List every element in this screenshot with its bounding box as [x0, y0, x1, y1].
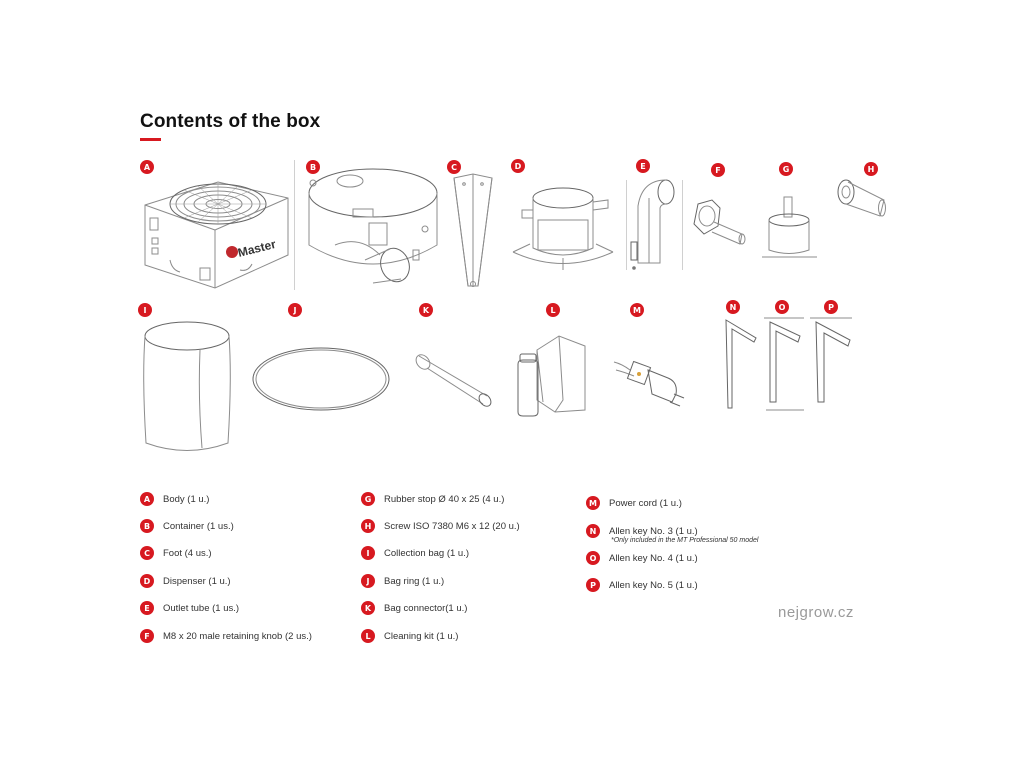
brand-master-logo: Master [236, 237, 277, 260]
legend-label: Foot (4 us.) [163, 547, 212, 559]
legend-badge: H [361, 519, 375, 533]
legend-badge: B [140, 519, 154, 533]
badge-p: P [824, 300, 838, 314]
legend-item-l: L Cleaning kit (1 u.) [361, 629, 458, 643]
legend-label: Dispenser (1 u.) [163, 575, 231, 587]
legend-badge: N [586, 524, 600, 538]
badge-k: K [419, 303, 433, 317]
badge-a: A [140, 160, 154, 174]
body-illustration: Master [140, 160, 290, 300]
badge-n: N [726, 300, 740, 314]
legend-badge: K [361, 601, 375, 615]
legend-item-j: J Bag ring (1 u.) [361, 574, 444, 588]
legend-item-b: B Container (1 us.) [140, 519, 234, 533]
legend-badge: E [140, 601, 154, 615]
legend-item-i: I Collection bag (1 u.) [361, 546, 469, 560]
legend-item-a: A Body (1 u.) [140, 492, 209, 506]
outlet-tube-illustration [628, 178, 678, 273]
legend-badge: A [140, 492, 154, 506]
legend-badge: O [586, 551, 600, 565]
legend-item-k: K Bag connector(1 u.) [361, 601, 467, 615]
legend-label: Bag connector(1 u.) [384, 602, 468, 614]
allen-key-4-illustration [764, 317, 808, 413]
watermark: nejgrow.cz [778, 604, 854, 621]
legend-label: Bag ring (1 u.) [384, 575, 445, 587]
rubber-stop-illustration [762, 195, 817, 260]
legend-label: Power cord (1 u.) [609, 497, 682, 509]
legend-item-d: D Dispenser (1 u.) [140, 574, 231, 588]
badge-e: E [636, 159, 650, 173]
power-cord-illustration [612, 350, 687, 415]
legend-label: Allen key No. 3 (1 u.) [609, 525, 698, 537]
legend-badge: I [361, 546, 375, 560]
badge-l: L [546, 303, 560, 317]
foot-illustration [452, 172, 494, 292]
legend-badge: M [586, 496, 600, 510]
legend-item-o: O Allen key No. 4 (1 u.) [586, 551, 698, 565]
badge-c: C [447, 160, 461, 174]
legend-label: Allen key No. 4 (1 u.) [609, 552, 698, 564]
legend-item-h: H Screw ISO 7380 M6 x 12 (20 u.) [361, 519, 520, 533]
dispenser-illustration [508, 180, 614, 275]
divider [682, 180, 683, 270]
allen-key-5-illustration [810, 317, 855, 408]
legend-label: Outlet tube (1 us.) [163, 602, 240, 614]
badge-h: H [864, 162, 878, 176]
legend-item-g: G Rubber stop Ø 40 x 25 (4 u.) [361, 492, 504, 506]
divider [626, 180, 627, 270]
legend-item-p: P Allen key No. 5 (1 u.) [586, 578, 698, 592]
legend-note-n: *Only included in the MT Professional 50… [611, 537, 759, 544]
legend-item-e: E Outlet tube (1 us.) [140, 601, 239, 615]
badge-d: D [511, 159, 525, 173]
legend-badge: L [361, 629, 375, 643]
allen-key-3-illustration [724, 318, 760, 413]
legend-label: Rubber stop Ø 40 x 25 (4 u.) [384, 493, 505, 505]
legend-label: Allen key No. 5 (1 u.) [609, 579, 698, 591]
divider [294, 160, 295, 290]
legend-label: Screw ISO 7380 M6 x 12 (20 u.) [384, 520, 520, 532]
badge-g: G [779, 162, 793, 176]
legend-badge: D [140, 574, 154, 588]
badge-o: O [775, 300, 789, 314]
container-illustration [305, 165, 445, 290]
badge-b: B [306, 160, 320, 174]
legend-item-n: N Allen key No. 3 (1 u.) [586, 524, 698, 538]
legend-item-f: F M8 x 20 male retaining knob (2 us.) [140, 629, 312, 643]
legend-item-m: M Power cord (1 u.) [586, 496, 682, 510]
legend-badge: C [140, 546, 154, 560]
collection-bag-illustration [140, 318, 235, 458]
badge-i: I [138, 303, 152, 317]
legend-label: Cleaning kit (1 u.) [384, 630, 459, 642]
bag-ring-illustration [250, 344, 392, 414]
badge-m: M [630, 303, 644, 317]
legend-badge: G [361, 492, 375, 506]
knob-illustration [690, 196, 750, 256]
title-underline [140, 138, 161, 141]
legend-item-c: C Foot (4 us.) [140, 546, 212, 560]
badge-j: J [288, 303, 302, 317]
cleaning-kit-illustration [515, 330, 590, 420]
legend-label: Collection bag (1 u.) [384, 547, 470, 559]
legend-badge: P [586, 578, 600, 592]
page-title: Contents of the box [140, 111, 321, 132]
legend-label: Body (1 u.) [163, 493, 210, 505]
bag-connector-illustration [413, 352, 493, 412]
legend-badge: J [361, 574, 375, 588]
screw-illustration [836, 178, 888, 223]
badge-f: F [711, 163, 725, 177]
legend-badge: F [140, 629, 154, 643]
legend-label: Container (1 us.) [163, 520, 234, 532]
legend-label: M8 x 20 male retaining knob (2 us.) [163, 630, 312, 642]
